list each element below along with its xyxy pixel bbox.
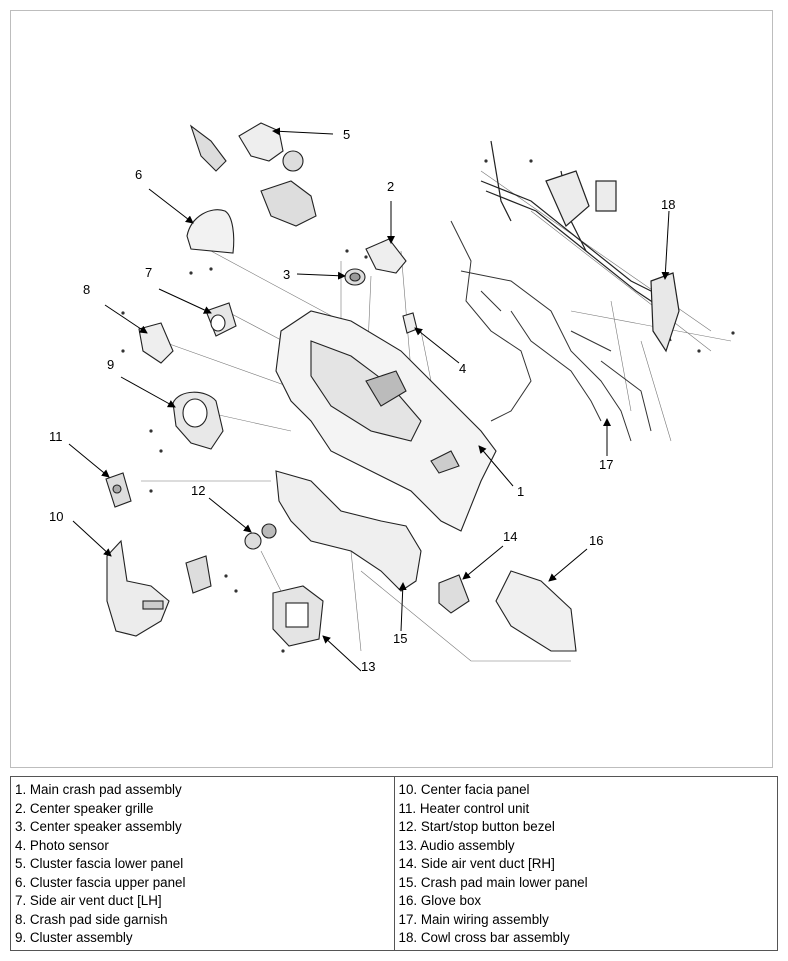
callout-15: 15 [393,631,407,646]
callout-5: 5 [343,127,350,142]
callout-2: 2 [387,179,394,194]
cluster-fascia-lower-panel [189,122,317,227]
legend-item: 3. Center speaker assembly [15,819,182,834]
callout-16: 16 [589,533,603,548]
legend-item: 15. Crash pad main lower panel [398,874,588,890]
side-air-vent-duct-rh [438,574,470,614]
main-wiring-assembly [450,220,652,442]
crash-pad-side-garnish [138,322,174,364]
center-speaker-grille [365,238,407,274]
legend-item: 5. Cluster fascia lower panel [15,856,184,871]
exploded-parts-diagram: 1 2 3 4 5 6 7 8 9 10 11 12 13 14 15 16 1… [10,10,773,768]
legend-item: 10. Center facia panel [398,782,530,797]
crash-pad-main-lower-panel [275,470,422,592]
callout-10: 10 [49,509,63,524]
legend-item: 16. Glove box [398,893,482,908]
heater-control-unit [105,472,212,594]
legend-item: 11. Heater control unit [398,800,530,816]
callout-arrows [68,127,670,672]
callout-11: 11 [49,429,63,444]
center-speaker-assembly [344,268,366,286]
glove-box [495,570,577,652]
legend-item: 12. Start/stop button bezel [398,819,555,834]
cluster-assembly [172,391,224,450]
callout-7: 7 [145,265,152,280]
callout-labels: 1 2 3 4 5 6 7 8 9 10 11 12 13 14 15 16 1… [49,127,675,674]
diagram-drawing: 1 2 3 4 5 6 7 8 9 10 11 12 13 14 15 16 1… [49,122,735,674]
main-crash-pad-assembly [275,310,497,532]
cluster-fascia-upper-panel [186,209,235,254]
callout-13: 13 [361,659,375,674]
legend-item: 17. Main wiring assembly [398,911,549,927]
legend-item: 2. Center speaker grille [15,800,154,816]
legend-item: 1. Main crash pad assembly [15,782,182,797]
parts-legend-table: 1. Main crash pad assembly 2. Center spe… [10,776,778,951]
callout-6: 6 [135,167,142,182]
cowl-cross-bar-assembly [480,140,680,353]
callout-18: 18 [661,197,675,212]
legend-column-left: 1. Main crash pad assembly 2. Center spe… [11,777,394,950]
side-air-vent-duct-lh [205,302,237,337]
audio-assembly [272,585,324,647]
center-facia-panel [106,539,170,637]
legend-item: 13. Audio assembly [398,837,515,853]
callout-4: 4 [459,361,466,376]
legend-item: 18. Cowl cross bar assembly [398,930,570,945]
callout-9: 9 [107,357,114,372]
callout-14: 14 [503,529,517,544]
legend-item: 14. Side air vent duct [RH] [398,856,555,871]
fasteners [121,159,735,653]
legend-item: 4. Photo sensor [15,837,109,853]
callout-12: 12 [191,483,205,498]
callout-17: 17 [599,457,613,472]
legend-item: 6. Cluster fascia upper panel [15,874,186,890]
callout-3: 3 [283,267,290,282]
callout-1: 1 [517,484,524,499]
legend-item: 8. Crash pad side garnish [15,911,168,927]
legend-column-right: 10. Center facia panel 11. Heater contro… [393,777,778,950]
legend-item: 7. Side air vent duct [LH] [15,893,162,908]
photo-sensor [402,312,418,334]
start-stop-button-bezel [244,523,277,550]
legend-item: 9. Cluster assembly [15,930,133,945]
callout-8: 8 [83,282,90,297]
